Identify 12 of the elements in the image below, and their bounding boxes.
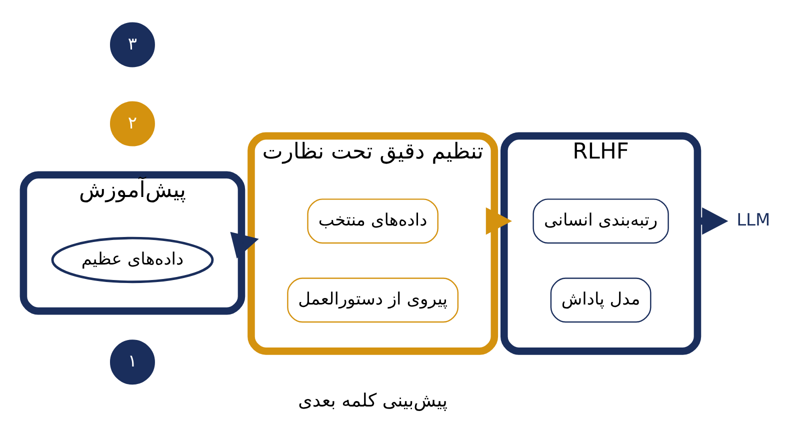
node-ellipse: داده‌های عظیم [51,236,214,284]
node-box: داده‌های منتخب [307,198,438,244]
node-circle: ۳ [110,22,155,68]
node-box: پیروی از دستورالعمل [287,278,459,323]
label: پیش‌بینی کلمه بعدی [298,390,448,412]
node-box: مدل پاداش [550,278,652,323]
arrow [486,207,512,235]
arrow [230,232,259,258]
node-circle: ۲ [110,101,155,146]
node-box: رتبه‌بندی انسانی [532,198,669,244]
node-text: LLM [736,210,770,231]
node-circle: ۱ [110,340,155,385]
